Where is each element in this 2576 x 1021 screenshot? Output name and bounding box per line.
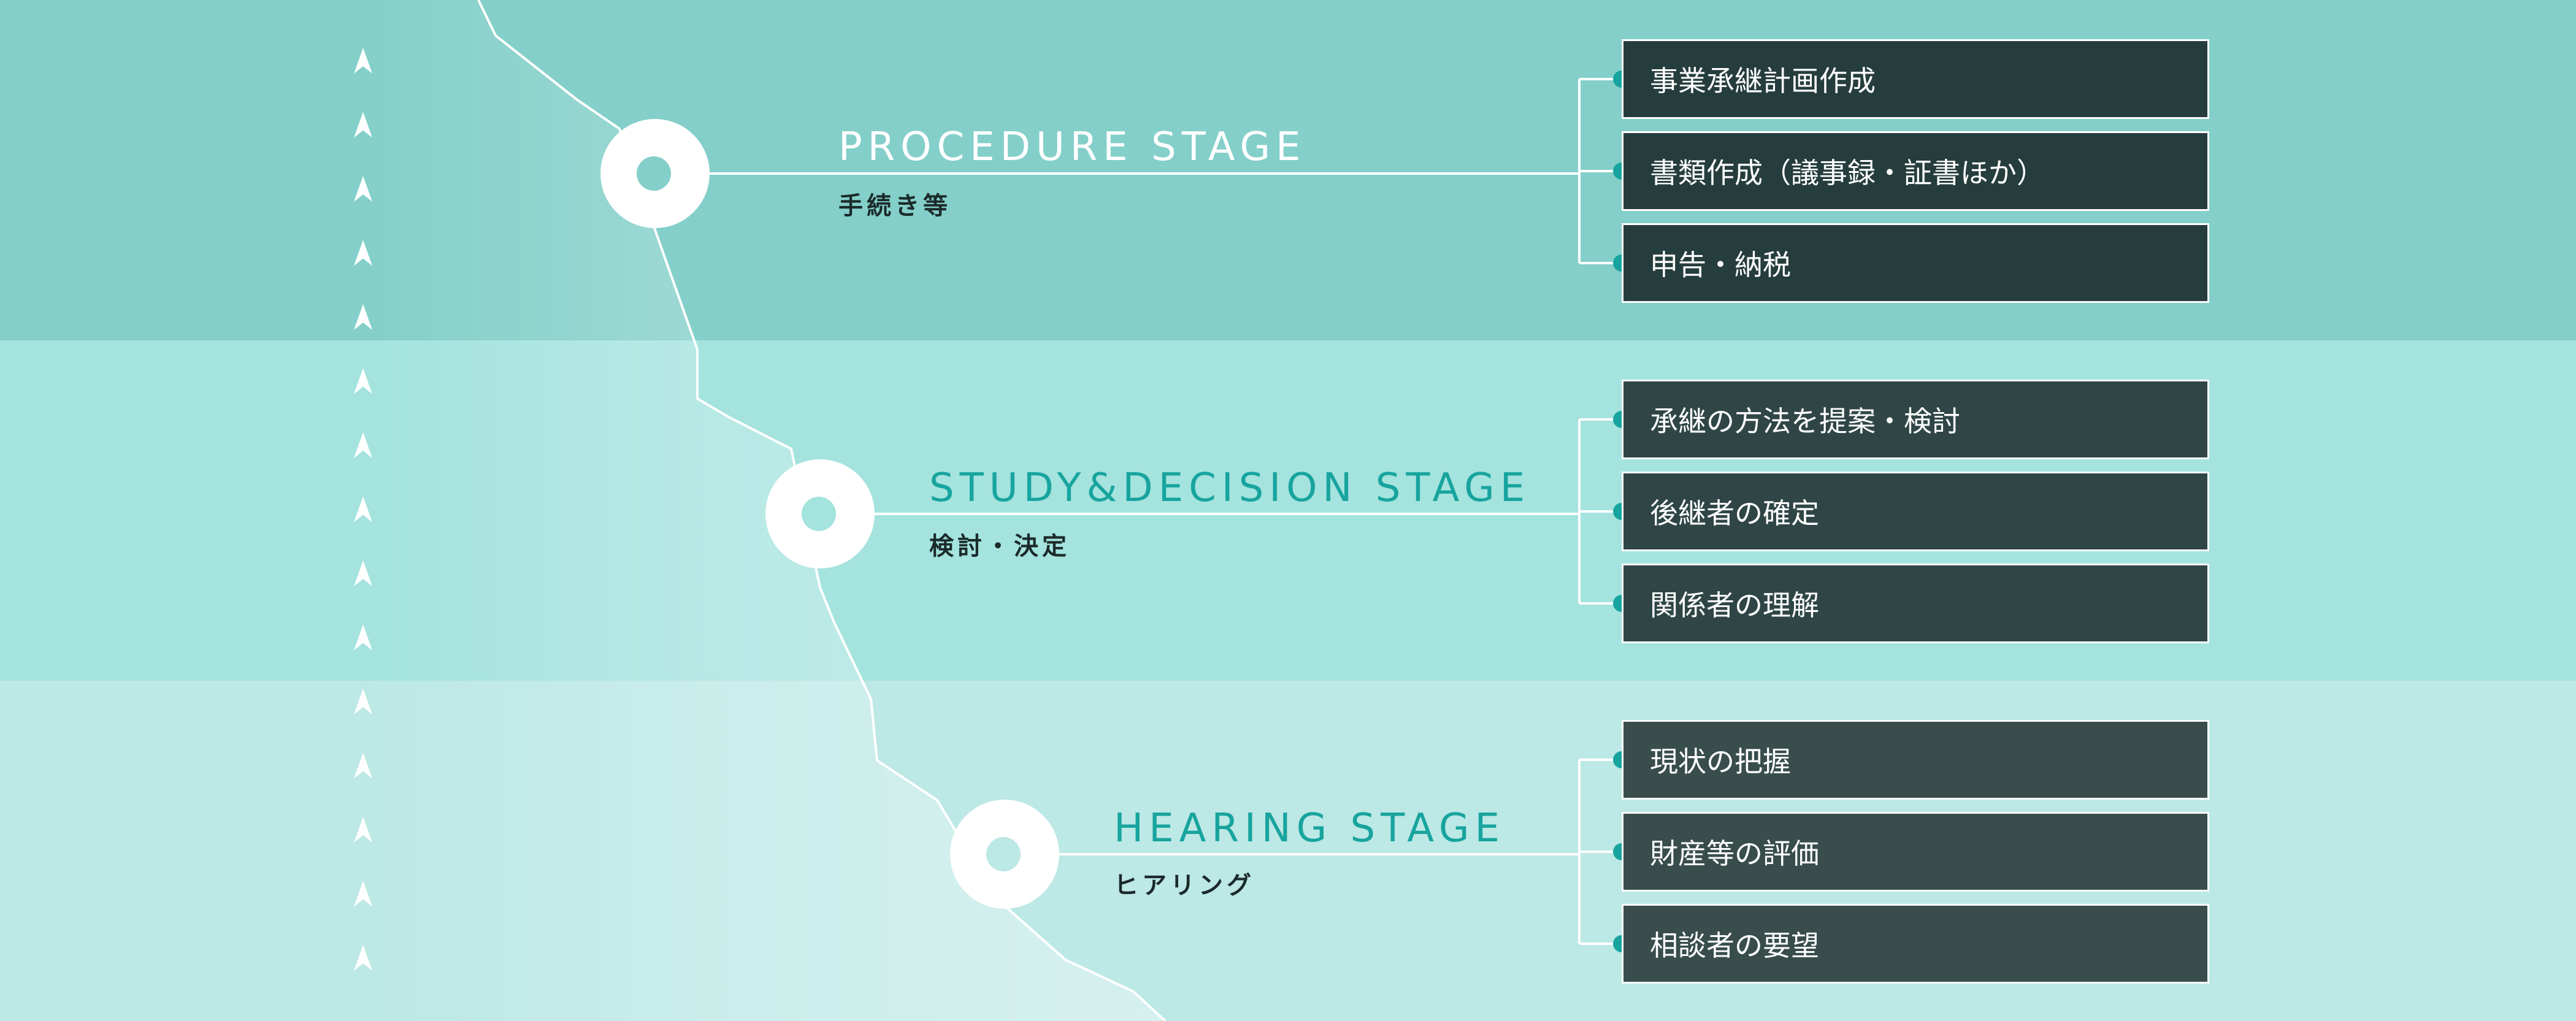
up-arrow-icon [354,752,372,779]
up-arrow-icon [354,48,372,74]
task-box: 財産等の評価 [1622,812,2209,892]
task-label: 事業承継計画作成 [1650,64,1876,98]
up-arrow-icon [354,689,372,714]
task-box: 申告・納税 [1622,223,2209,303]
task-label: 承継の方法を提案・検討 [1650,405,1960,438]
task-label: 現状の把握 [1650,745,1791,778]
task-label: 書類作成（議事録・証書ほか） [1650,156,2045,189]
up-arrow-icon [354,496,372,522]
up-arrow-icon [354,112,372,138]
task-box: 事業承継計画作成 [1622,39,2209,119]
up-arrow-icon [354,881,372,907]
up-arrow-icon [354,368,372,394]
up-arrow-icon [354,817,372,843]
stage-nodes [600,119,1059,909]
task-label: 申告・納税 [1650,248,1791,281]
task-box: 現状の把握 [1622,720,2209,800]
task-box: 後継者の確定 [1622,472,2209,551]
stage-title: HEARING STAGE [1114,806,1505,851]
up-arrow-icon [354,240,372,266]
ring-node-hole [986,837,1021,871]
up-arrow-icon [354,176,372,202]
ring-node-hole [637,156,671,191]
up-arrow-column [354,48,372,971]
up-arrow-icon [354,945,372,971]
task-label: 後継者の確定 [1650,497,1819,530]
task-label: 相談者の要望 [1650,929,1819,962]
task-box: 承継の方法を提案・検討 [1622,380,2209,459]
up-arrow-icon [354,304,372,330]
up-arrow-icon [354,432,372,458]
stage-subtitle: 手続き等 [838,192,951,220]
ring-node-hole [802,497,836,531]
up-arrow-icon [354,560,372,586]
task-box: 関係者の理解 [1622,564,2209,643]
stage-title: STUDY&DECISION STAGE [929,465,1531,511]
task-label: 財産等の評価 [1650,837,1819,870]
task-box: 相談者の要望 [1622,904,2209,984]
task-box: 書類作成（議事録・証書ほか） [1622,131,2209,211]
task-label: 関係者の理解 [1650,589,1819,622]
stage-title: PROCEDURE STAGE [838,124,1306,170]
stage-subtitle: ヒアリング [1114,871,1255,900]
up-arrow-icon [354,624,372,651]
stage-subtitle: 検討・決定 [929,532,1070,560]
